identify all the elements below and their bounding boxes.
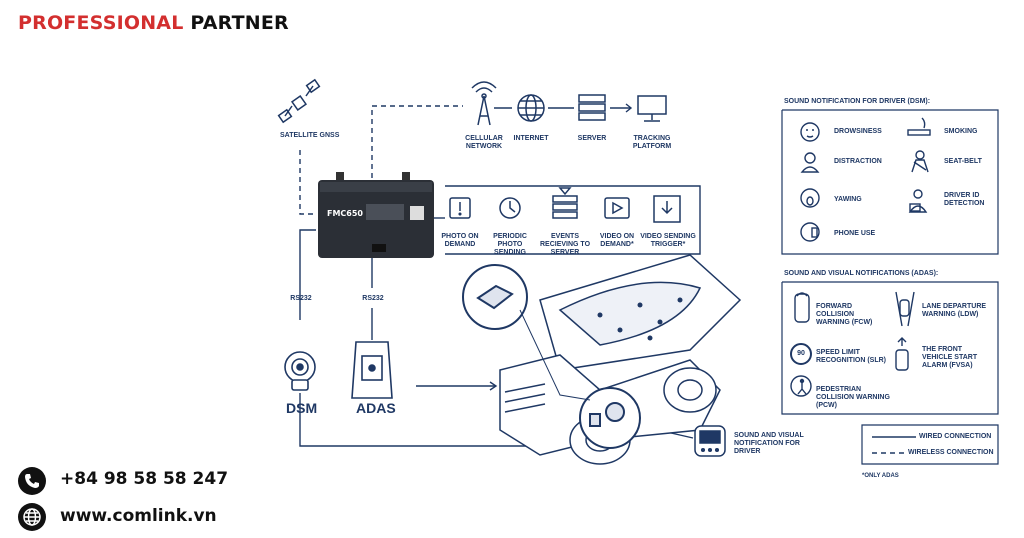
dsm-panel-title: SOUND NOTIFICATION FOR DRIVER (DSM):	[784, 98, 931, 105]
mining-truck-shape	[499, 254, 742, 465]
speed-limit-sign	[790, 343, 812, 365]
pedestrian-icon	[790, 375, 812, 397]
adas-item-fcw: FORWARD COLLISION WARNING (FCW)	[816, 303, 873, 326]
seat-belt-icon	[911, 150, 929, 173]
wireless-line-network	[371, 105, 463, 178]
wireless-line-gnss	[299, 150, 316, 215]
label-satellite: SATELLITE GNSS	[280, 132, 340, 139]
adas-panel-frame	[781, 281, 999, 415]
label-rs232-left: RS232	[290, 295, 312, 302]
label-tracking: TRACKING PLATFORM	[632, 135, 672, 150]
label-server: SERVER	[577, 135, 607, 142]
load-rocks	[597, 297, 683, 341]
lane-departure-icon	[895, 291, 915, 327]
device-name-text: FMC650	[327, 209, 363, 218]
server-events-icon	[552, 187, 578, 219]
speed-limit-value: 90	[797, 350, 805, 357]
brand-part2: PARTNER	[183, 12, 289, 34]
distraction-icon	[800, 152, 820, 173]
dsm-item-distraction: DISTRACTION	[834, 158, 882, 165]
phone-use-icon	[800, 222, 820, 242]
label-adas: ADAS	[356, 400, 396, 416]
contact-phone[interactable]: +84 98 58 58 247	[60, 469, 229, 489]
label-dsm: DSM	[286, 400, 318, 416]
legend-note: *ONLY ADAS	[862, 473, 899, 479]
smoking-icon	[907, 117, 931, 136]
satellite-icon	[277, 78, 321, 124]
contact-website[interactable]: www.comlink.vn	[60, 506, 217, 526]
driver-id-icon	[908, 189, 928, 213]
dsm-zoom-circle	[579, 387, 641, 449]
driver-display-shape	[694, 425, 726, 457]
fmc650-device-shape	[318, 172, 434, 258]
adas-item-slr: SPEED LIMIT RECOGNITION (SLR)	[816, 349, 886, 364]
play-icon	[604, 197, 630, 219]
arrow-tracking	[625, 103, 633, 113]
dsm-item-yawing: YAWING	[834, 196, 862, 203]
legend-wireless-label: WIRELESS CONNECTION	[908, 449, 994, 456]
label-internet: INTERNET	[513, 135, 549, 142]
globe-icon	[517, 94, 545, 122]
adas-camera-shape	[351, 341, 393, 399]
dsm-item-phone-use: PHONE USE	[834, 230, 876, 237]
feature-periodic-photo: PERIODIC PHOTO SENDING	[493, 233, 527, 256]
feature-video-on-demand: VIDEO ON DEMAND*	[599, 233, 635, 248]
adas-item-fvsa: THE FRONT VEHICLE START ALARM (FVSA)	[922, 346, 978, 369]
adas-item-pcw: PEDESTRIAN COLLISION WARNING (PCW)	[816, 386, 890, 409]
front-vehicle-icon	[895, 337, 909, 371]
clock-icon	[499, 197, 521, 219]
feature-video-trigger: VIDEO SENDING TRIGGER*	[640, 233, 696, 248]
dsm-item-drowsiness: DROWSINESS	[834, 128, 882, 135]
legend-box	[861, 424, 999, 465]
monitor-icon	[637, 95, 667, 122]
yawing-icon	[800, 188, 820, 208]
dsm-item-seat-belt: SEAT-BELT	[944, 158, 982, 165]
driver-notification-label: SOUND AND VISUAL NOTIFICATION FOR DRIVER	[734, 432, 804, 455]
cell-tower-icon	[471, 81, 497, 126]
wired-dsm-truck	[299, 393, 545, 447]
feature-events-to-server: EVENTS RECIEVING TO SERVER	[539, 233, 591, 256]
brand-part1: PROFESSIONAL	[18, 12, 184, 34]
label-cellular: CELLULAR NETWORK	[465, 135, 503, 150]
adas-item-ldw: LANE DEPARTURE WARNING (LDW)	[922, 303, 987, 318]
wired-dsm-device	[299, 229, 316, 320]
adas-panel-title: SOUND AND VISUAL NOTIFICATIONS (ADAS):	[784, 270, 939, 277]
brand-title: PROFESSIONAL PARTNER	[18, 12, 289, 34]
feature-photo-on-demand: PHOTO ON DEMAND	[441, 233, 479, 248]
dsm-camera-shape	[284, 351, 316, 391]
server-rack-icon	[578, 94, 606, 121]
download-icon	[653, 195, 681, 223]
arrow-adas-truck	[489, 381, 498, 391]
features-bracket	[445, 185, 701, 255]
label-rs232-right: RS232	[362, 295, 384, 302]
forward-collision-icon	[794, 292, 810, 323]
dsm-item-driver-id: DRIVER ID DETECTION	[944, 192, 985, 207]
dsm-panel-frame	[781, 109, 999, 255]
alert-icon	[449, 197, 471, 219]
legend-wired-label: WIRED CONNECTION	[919, 433, 992, 440]
phone-icon	[18, 467, 46, 495]
drowsiness-icon	[800, 122, 820, 142]
dsm-item-smoking: SMOKING	[944, 128, 978, 135]
adas-zoom-circle	[462, 264, 528, 330]
globe-contact-icon	[18, 503, 46, 531]
